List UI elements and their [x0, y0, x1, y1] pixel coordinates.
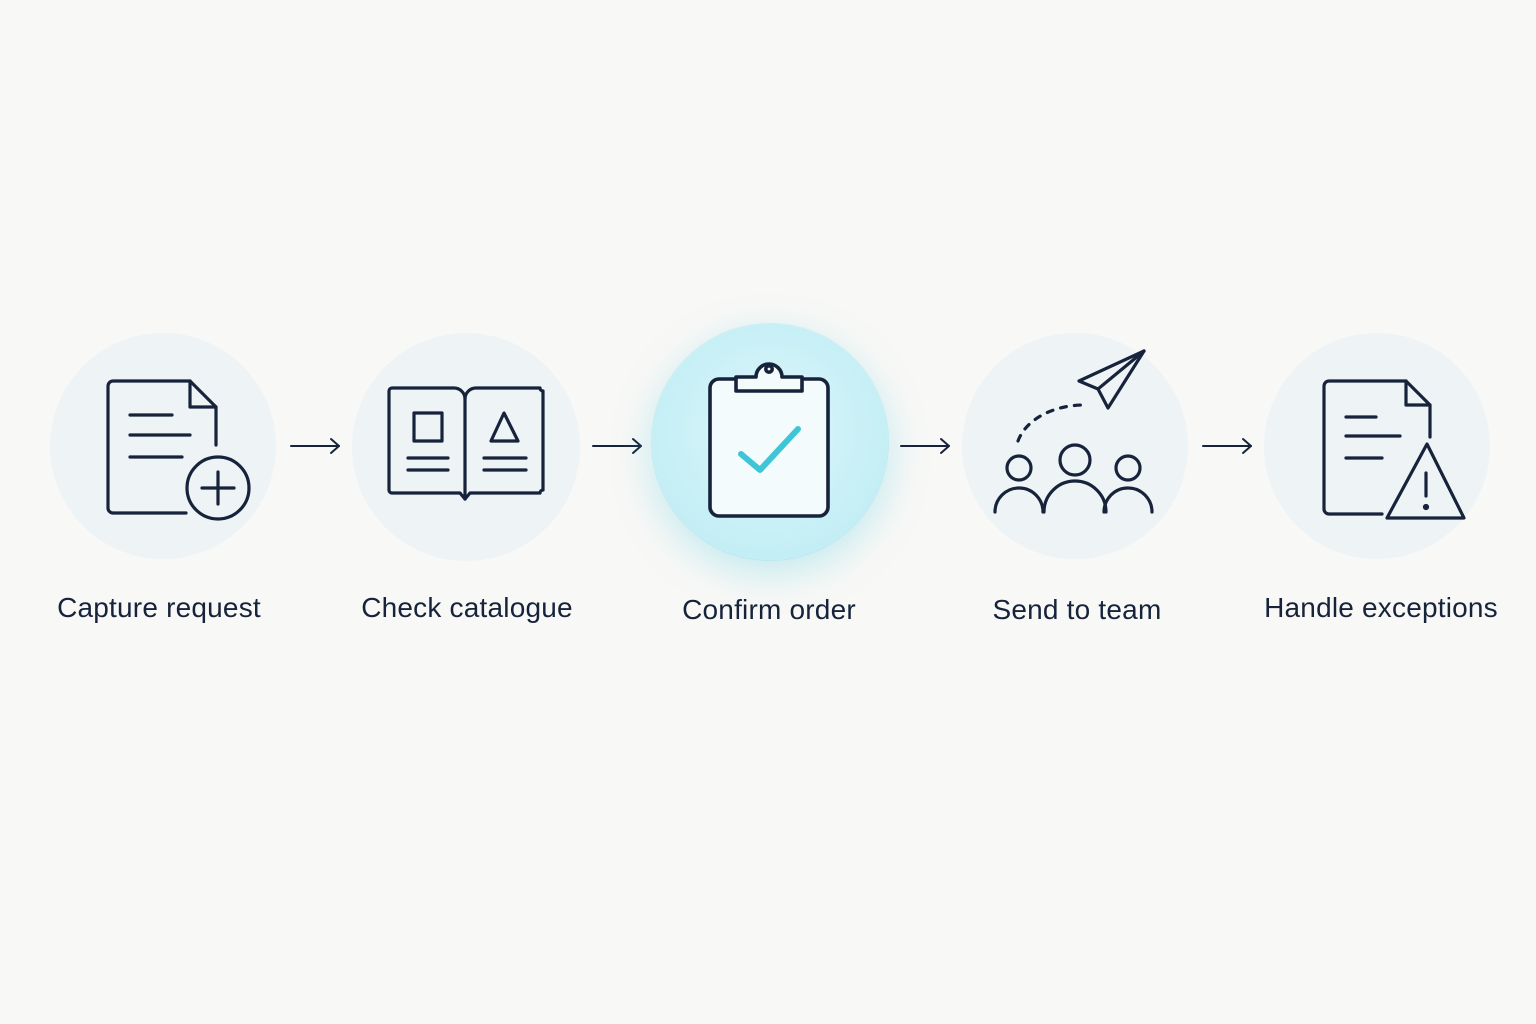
- arrow-right-icon: [592, 436, 644, 456]
- step-icon-circle-active: [652, 324, 888, 560]
- arrow-right-icon: [290, 436, 342, 456]
- step-icon-circle: [962, 333, 1188, 559]
- step-label: Confirm order: [682, 594, 856, 625]
- step-label: Send to team: [992, 594, 1162, 625]
- step-label: Check catalogue: [361, 592, 573, 623]
- document-plus-icon: [106, 379, 251, 521]
- step-icon-circle: [50, 333, 276, 559]
- clipboard-check-icon: [708, 362, 830, 518]
- step-icon-circle: [1264, 333, 1490, 559]
- step-label: Capture request: [57, 592, 261, 623]
- step-icon-circle: [352, 333, 580, 561]
- open-book-icon: [387, 386, 545, 501]
- arrow-right-icon: [1202, 436, 1254, 456]
- team-paper-plane-icon: [993, 349, 1154, 514]
- arrow-right-icon: [900, 436, 952, 456]
- step-label: Handle exceptions: [1264, 592, 1498, 623]
- document-warning-icon: [1322, 379, 1466, 520]
